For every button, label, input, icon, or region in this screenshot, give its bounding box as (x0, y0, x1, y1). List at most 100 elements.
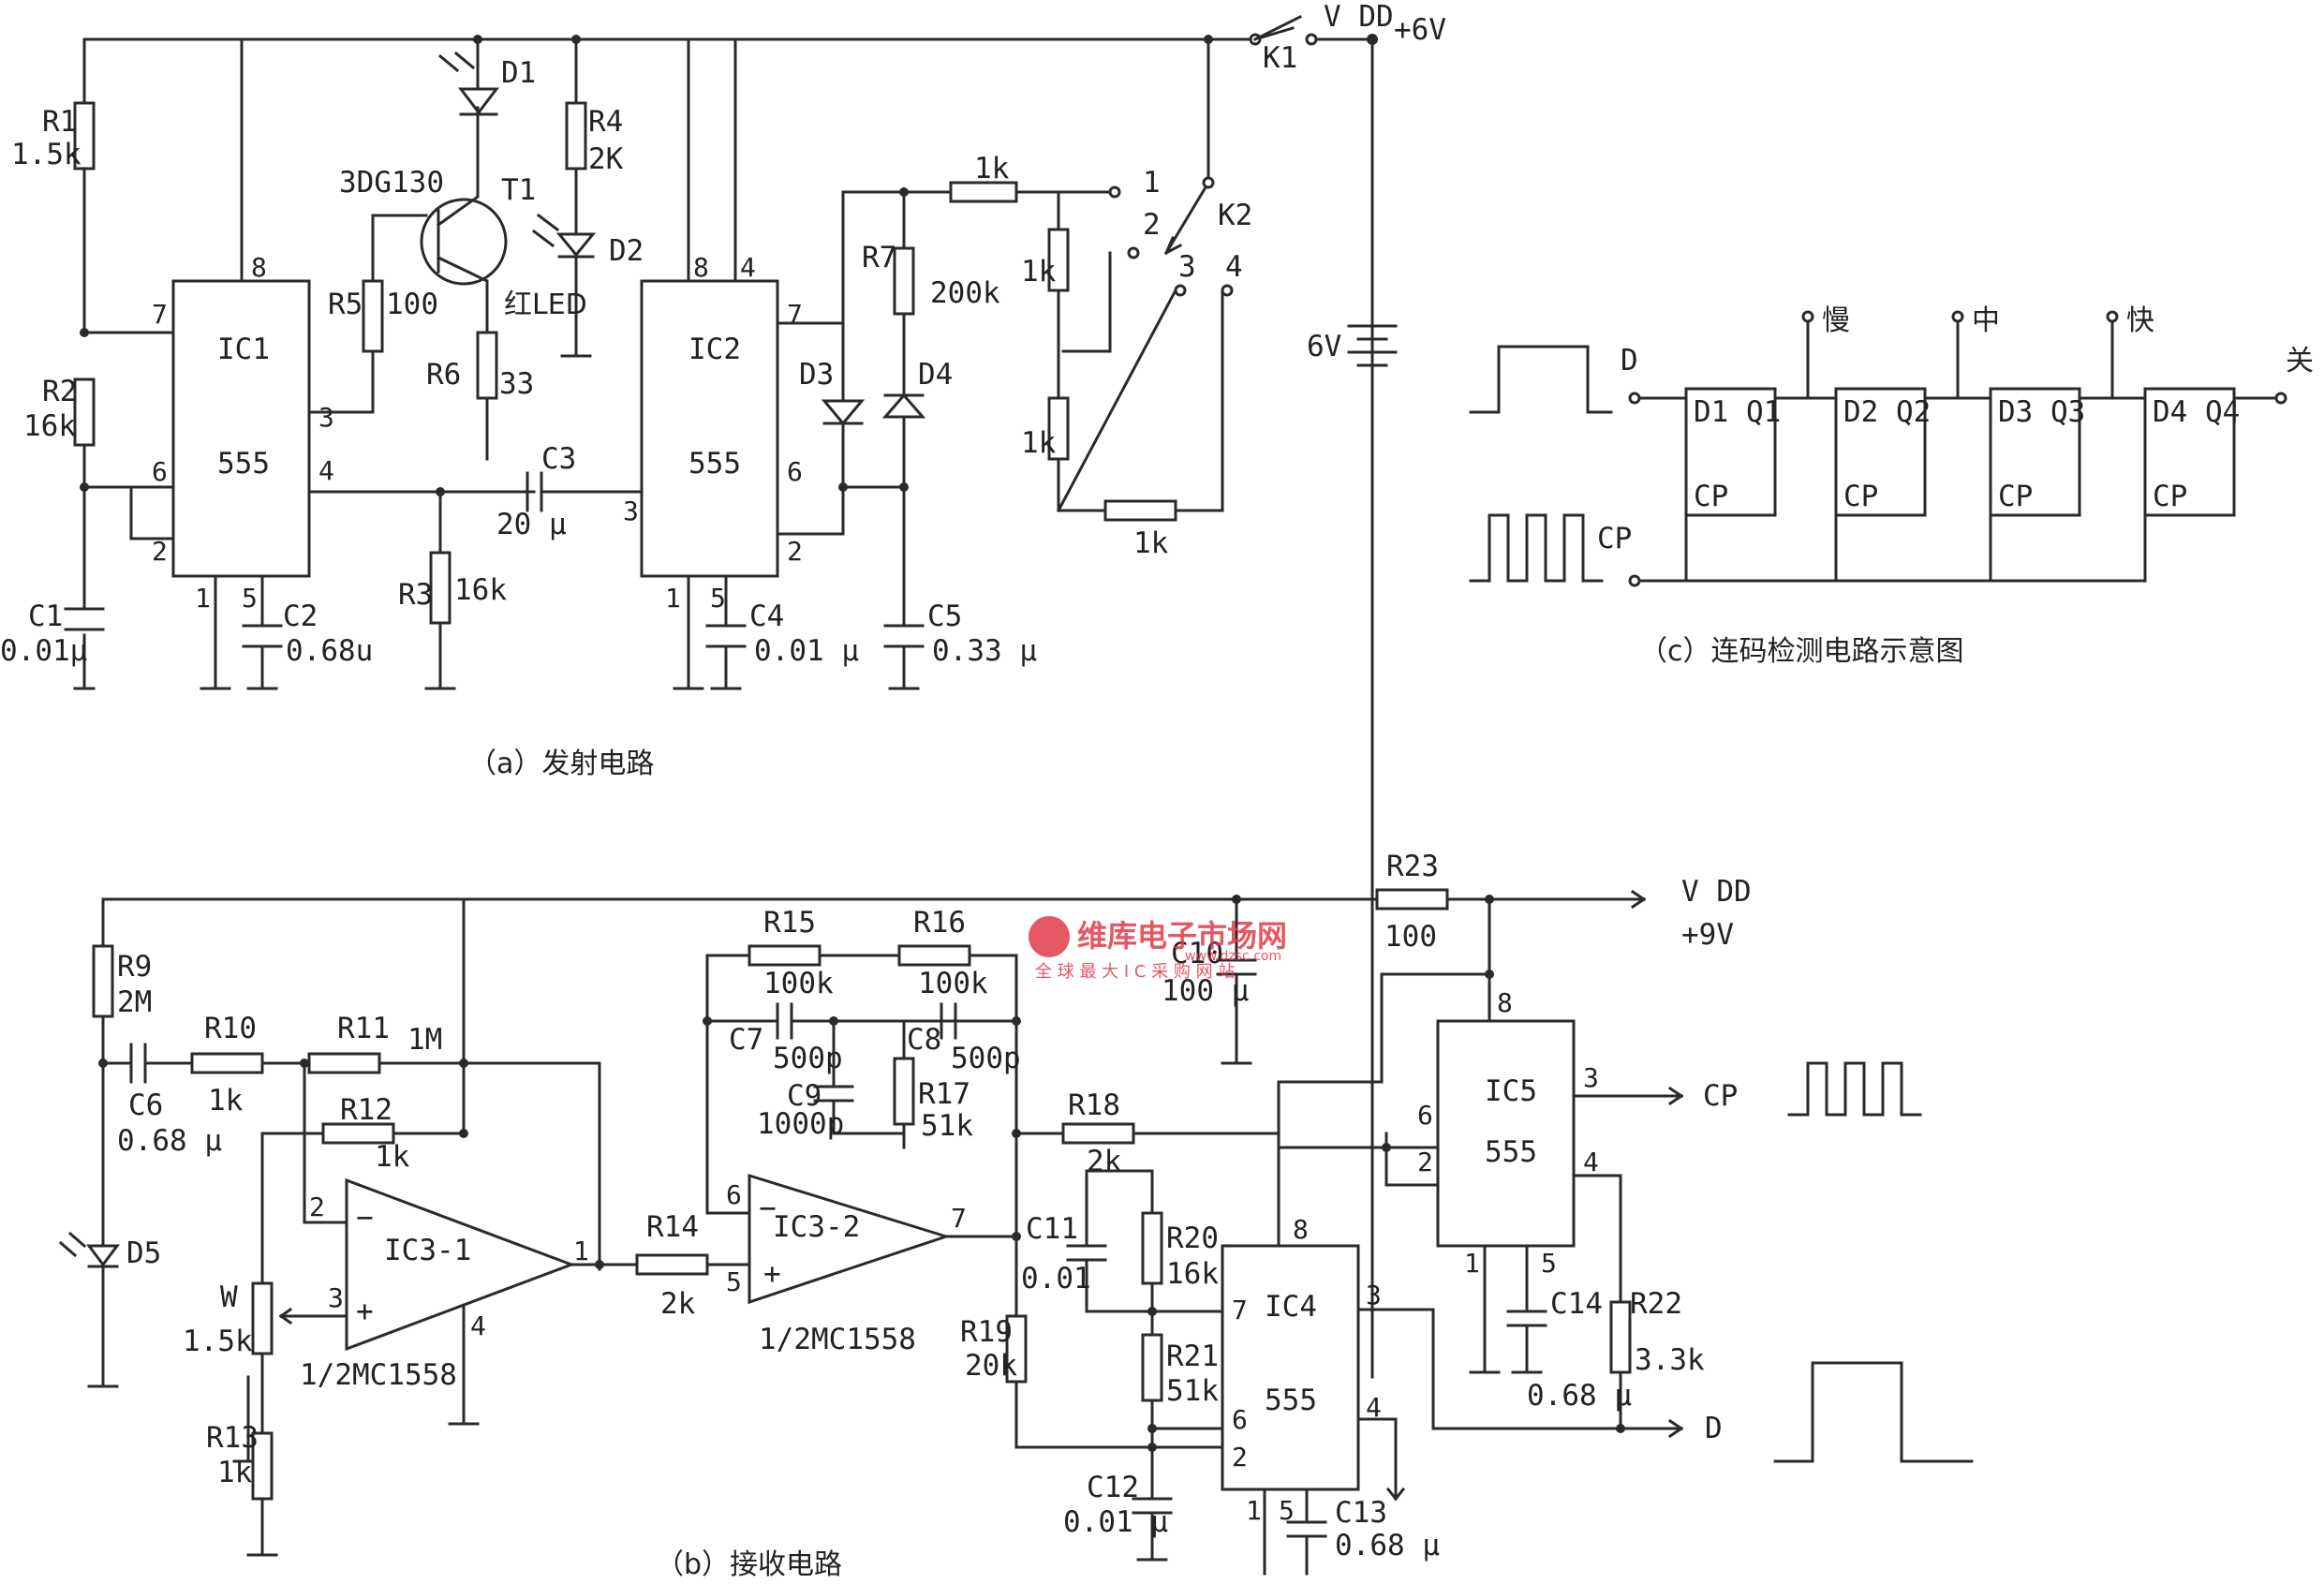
1k-bottom-value: 1k (1133, 526, 1169, 560)
r7-label: R7 (862, 241, 896, 274)
svg-text:2: 2 (309, 1192, 325, 1222)
output-fast: 快 (2126, 304, 2154, 337)
r9-label: R9 (117, 950, 152, 984)
r4-label: R4 (588, 105, 623, 139)
svg-text:6: 6 (726, 1179, 742, 1210)
svg-text:1: 1 (665, 583, 681, 614)
c5-label: C5 (927, 600, 962, 633)
c14-label: C14 (1550, 1287, 1603, 1321)
output-mid: 中 (1972, 304, 2000, 337)
r17-value: 51k (921, 1109, 973, 1143)
svg-text:1: 1 (195, 583, 211, 614)
svg-text:6: 6 (1417, 1100, 1433, 1131)
d3-label: D3 (799, 358, 834, 392)
svg-text:4: 4 (318, 455, 334, 486)
svg-text:8: 8 (1293, 1214, 1309, 1245)
svg-text:8: 8 (693, 252, 709, 283)
r9-value: 2M (117, 985, 152, 1019)
resistor-r11 (307, 1052, 381, 1074)
c2-value: 0.68u (286, 634, 373, 668)
resistor-r5 (362, 279, 384, 353)
d1-label: D1 (501, 56, 536, 90)
r5-value: 100 (386, 288, 438, 321)
ic5-555: IC5 555 8 6 2 1 5 3 4 (1417, 987, 1599, 1279)
battery-6v: 6V (1307, 37, 1398, 466)
svg-text:3: 3 (623, 496, 639, 526)
svg-text:3: 3 (1583, 1062, 1599, 1093)
svg-text:1: 1 (1246, 1495, 1262, 1526)
ic4-555: IC4 555 8 7 6 2 1 5 3 4 (1221, 1214, 1382, 1526)
c10-label: C10 (1171, 937, 1223, 970)
resistor-r3 (429, 551, 451, 625)
r22-value: 3.3k (1635, 1343, 1705, 1377)
w-label: W (220, 1281, 238, 1314)
svg-text:IC5: IC5 (1485, 1074, 1537, 1108)
vdd-value-a: +6V (1394, 13, 1446, 47)
svg-text:−: − (356, 1201, 374, 1235)
r19-label: R19 (960, 1315, 1013, 1349)
r19-value: 20k (965, 1349, 1017, 1383)
r12-label: R12 (340, 1093, 392, 1127)
svg-text:1/2MC1558: 1/2MC1558 (759, 1323, 916, 1356)
c12-value: 0.01 μ (1063, 1505, 1168, 1539)
vdd-label-b: V DD (1681, 875, 1752, 909)
svg-text:555: 555 (1265, 1384, 1317, 1417)
c5-value: 0.33 μ (932, 634, 1037, 668)
ic1-555: IC1 555 8 7 6 2 1 5 3 4 (152, 252, 334, 614)
k2-pos-3: 3 (1178, 250, 1196, 284)
r20-value: 16k (1166, 1257, 1219, 1291)
resistor-r16 (897, 944, 971, 967)
svg-text:7: 7 (951, 1203, 967, 1234)
resistor-1k-bottom (1103, 499, 1177, 522)
code-detect-circuit: D CP D1 Q1 CP 慢 D2 Q2 CP 中 D3 Q3 CP 快 D4… (1469, 304, 2314, 587)
svg-text:7: 7 (1232, 1295, 1248, 1325)
svg-text:D3 Q3: D3 Q3 (1998, 395, 2085, 429)
resistor-r10 (190, 1052, 264, 1074)
switch-k1-label: K1 (1263, 41, 1297, 75)
svg-text:555: 555 (688, 447, 741, 481)
resistor-r7 (893, 246, 915, 316)
c6-value: 0.68 μ (117, 1124, 222, 1158)
flip-flop-d2: D2 Q2 CP (1834, 387, 1931, 517)
r18-value: 2k (1087, 1145, 1122, 1178)
resistor-r21 (1141, 1333, 1163, 1402)
c1-value: 0.01μ (0, 634, 87, 668)
c4-label: C4 (749, 600, 784, 633)
svg-text:555: 555 (1485, 1135, 1537, 1169)
svg-text:6: 6 (1232, 1404, 1248, 1435)
svg-text:1: 1 (573, 1236, 589, 1266)
svg-text:8: 8 (1497, 987, 1513, 1018)
svg-text:5: 5 (710, 583, 726, 614)
c14-value: 0.68 μ (1527, 1379, 1632, 1413)
watermark-logo-icon (1029, 916, 1070, 957)
r17-label: R17 (918, 1077, 970, 1111)
r23-label: R23 (1386, 850, 1439, 883)
svg-text:IC4: IC4 (1265, 1290, 1317, 1324)
resistor-r12 (321, 1122, 395, 1145)
svg-text:−: − (759, 1192, 777, 1225)
resistor-r22 (1609, 1300, 1632, 1374)
c9-value: 1000p (757, 1107, 844, 1141)
w-value: 1.5k (183, 1325, 253, 1358)
r20-label: R20 (1166, 1221, 1219, 1255)
svg-text:4: 4 (470, 1310, 486, 1341)
watermark-subtitle: 全 球 最 大 I C 采 购 网 站 (1035, 962, 1235, 982)
c12-label: C12 (1087, 1471, 1139, 1504)
svg-text:1: 1 (1464, 1248, 1480, 1279)
svg-text:6: 6 (787, 456, 803, 487)
site-watermark: 维库电子市场网 www.dzsc.com 全 球 最 大 I C 采 购 网 站 (1029, 916, 1287, 982)
svg-text:1/2MC1558: 1/2MC1558 (300, 1358, 457, 1392)
caption-c: （c）连码检测电路示意图 (1639, 635, 1964, 668)
resistor-r17 (893, 1057, 915, 1126)
c11-label: C11 (1026, 1212, 1078, 1246)
svg-text:IC2: IC2 (688, 333, 741, 366)
svg-text:6: 6 (152, 456, 168, 487)
k2-pos-4: 4 (1225, 250, 1243, 284)
r5-label: R5 (328, 288, 363, 321)
resistor-r18 (1061, 1122, 1135, 1145)
r16-label: R16 (913, 906, 966, 940)
k2-pos-1: 1 (1143, 166, 1161, 200)
r13-label: R13 (206, 1421, 259, 1455)
svg-text:+: + (356, 1295, 374, 1328)
